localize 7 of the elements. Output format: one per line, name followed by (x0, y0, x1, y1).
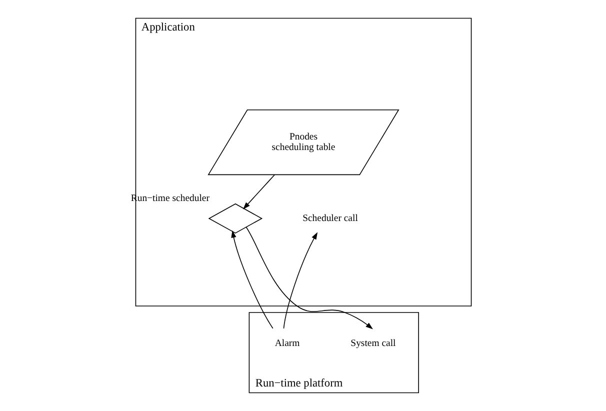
node-text: Alarm (274, 338, 300, 349)
node-text: System call (350, 338, 396, 349)
arrow (245, 226, 372, 330)
arrow (230, 230, 273, 329)
arrow (282, 232, 318, 329)
arrow (242, 174, 275, 210)
node-text: Scheduler call (302, 212, 358, 224)
